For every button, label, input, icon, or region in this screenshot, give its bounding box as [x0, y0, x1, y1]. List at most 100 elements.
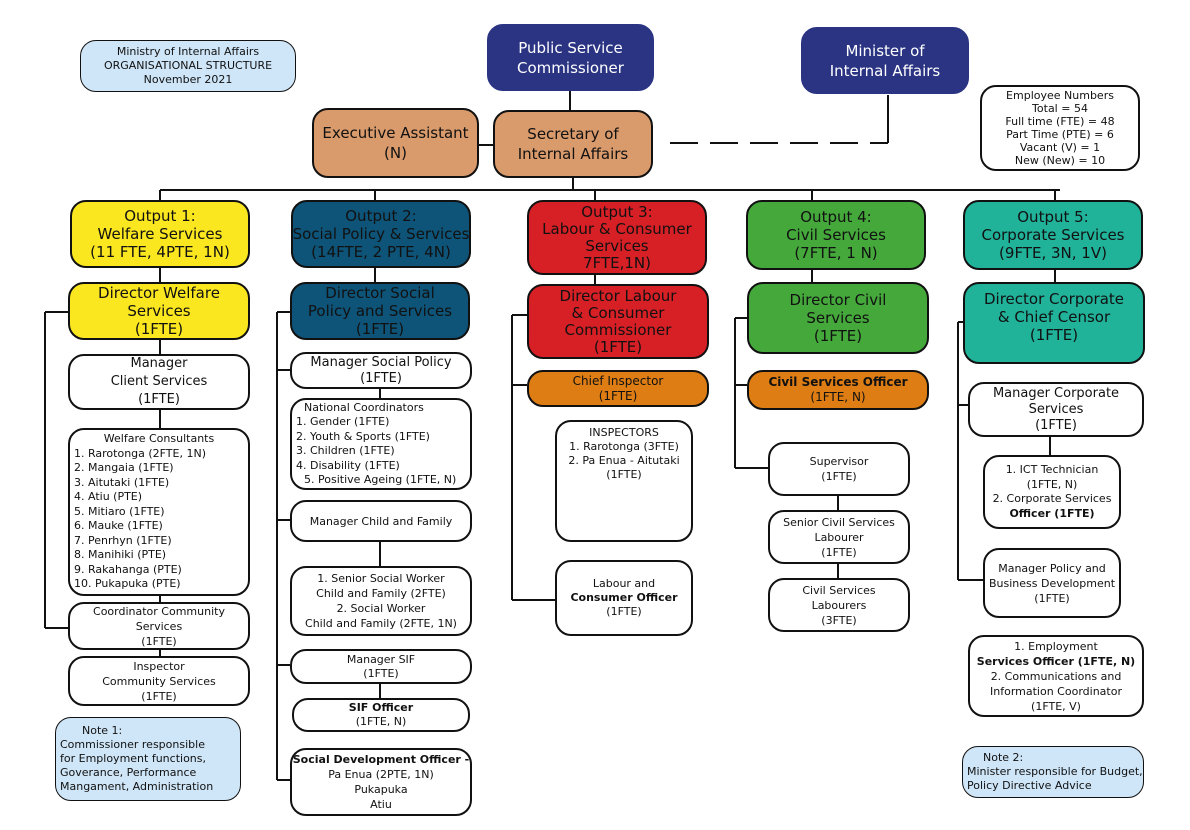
box-text: (11 FTE, 4PTE, 1N): [90, 243, 230, 261]
civil-services-officer-box: Civil Services Officer (1FTE, N): [747, 370, 929, 410]
public-service-commissioner-box: Public Service Commissioner: [487, 24, 654, 91]
box-text: (1FTE, N): [355, 715, 407, 728]
box-text: Manager Social Policy: [310, 354, 452, 370]
box-text: Policy and Services: [307, 302, 453, 320]
box-text: (7FTE, 1 N): [794, 244, 878, 262]
title-line: ORGANISATIONAL STRUCTURE: [103, 59, 273, 72]
box-text: 4. Atiu (PTE): [74, 490, 143, 503]
box-text: (1FTE): [606, 468, 642, 481]
note-1-box: Note 1: Commissioner responsible for Emp…: [55, 717, 241, 801]
box-text: (1FTE): [1035, 417, 1077, 433]
box-text: Manager Policy and: [998, 561, 1106, 575]
box-text: Director Welfare: [98, 284, 220, 302]
box-text: 1. Employment: [1014, 639, 1098, 653]
box-text: 1. Gender (1FTE): [296, 415, 390, 428]
box-text: Manager Corporate: [992, 385, 1120, 401]
box-text: (1FTE): [141, 634, 177, 648]
box-text: 10. Pukapuka (PTE): [74, 577, 181, 590]
box-text: Employee Numbers: [1006, 89, 1114, 102]
box-text: Child and Family (2FTE): [316, 587, 446, 600]
box-text: Business Development: [988, 576, 1116, 590]
box-text: Labour and: [592, 577, 656, 590]
box-text: Goverance, Performance: [60, 766, 197, 779]
box-text: Services: [585, 236, 649, 255]
box-text: Information Coordinator: [990, 684, 1122, 698]
box-text: Output 2:: [345, 207, 417, 225]
box-text: Services: [127, 302, 191, 320]
director-corporate-box: Director Corporate & Chief Censor (1FTE): [963, 282, 1145, 364]
box-text: (1FTE, N): [1026, 477, 1078, 491]
box-text: Services: [806, 309, 870, 327]
box-text: Pukapuka: [354, 783, 408, 796]
box-text: 2. Youth & Sports (1FTE): [296, 429, 430, 443]
box-text: (1FTE): [1029, 326, 1079, 344]
box-text: 8. Manihiki (PTE): [74, 548, 167, 561]
box-text: 7FTE,1N): [583, 253, 651, 272]
box-text: INSPECTORS: [589, 426, 659, 439]
box-text: Civil Services Officer: [768, 375, 908, 389]
director-social-policy-box: Director Social Policy and Services (1FT…: [290, 282, 470, 340]
manager-child-family-box: Manager Child and Family: [290, 500, 472, 542]
box-text: Output 5:: [1017, 208, 1089, 226]
box-text: Commissioner responsible: [60, 738, 205, 751]
box-text: Corporate Services: [981, 226, 1125, 244]
title-line: November 2021: [143, 73, 233, 86]
box-text: 7. Penrhyn (1FTE): [74, 533, 172, 547]
box-text: (N): [384, 144, 407, 162]
box-text: Services Officer (1FTE, N): [976, 654, 1136, 668]
ict-technician-box: 1. ICT Technician (1FTE, N) 2. Corporate…: [983, 455, 1121, 529]
box-text: Atiu: [370, 798, 392, 811]
box-text: Client Services: [110, 374, 208, 389]
box-text: Coordinator Community: [93, 604, 225, 618]
box-text: (1FTE): [141, 689, 177, 703]
box-text: 2. Pa Enua - Aitutaki: [568, 454, 680, 467]
social-workers-box: 1. Senior Social Worker Child and Family…: [290, 566, 472, 636]
box-text: Director Social: [325, 284, 435, 302]
box-text: (1FTE): [363, 666, 399, 680]
senior-labourer-box: Senior Civil Services Labourer (1FTE): [768, 510, 910, 564]
box-text: (1FTE): [821, 470, 857, 483]
note-2-box: Note 2: Minister responsible for Budget,…: [962, 746, 1144, 798]
box-text: Manager SIF: [346, 652, 416, 666]
box-text: Output 4:: [800, 208, 872, 226]
box-text: Services: [1028, 401, 1084, 417]
output-4-box: Output 4: Civil Services (7FTE, 1 N): [746, 200, 926, 270]
box-text: (1FTE): [593, 337, 643, 356]
inspector-community-box: Inspector Community Services (1FTE): [68, 656, 250, 706]
box-text: Manager Child and Family: [309, 514, 453, 528]
box-text: Output 3:: [581, 202, 653, 221]
box-text: Services: [135, 619, 183, 633]
box-text: (1FTE): [813, 327, 863, 345]
box-text: Welfare Consultants: [103, 432, 215, 445]
box-text: Child and Family (2FTE, 1N): [305, 617, 457, 630]
box-text: & Chief Censor: [997, 308, 1111, 326]
box-text: (1FTE, V): [1031, 699, 1081, 713]
box-text: Vacant (V) = 1: [1019, 141, 1101, 154]
sif-officer-box: SIF Officer (1FTE, N): [292, 698, 470, 732]
box-text: Minister responsible for Budget,: [967, 765, 1143, 778]
box-text: Senior Civil Services: [783, 515, 895, 529]
box-text: 3. Aitutaki (1FTE): [74, 475, 170, 489]
manager-social-policy-box: Manager Social Policy (1FTE): [290, 352, 472, 389]
box-text: Labour & Consumer: [542, 219, 692, 238]
director-civil-services-box: Director Civil Services (1FTE): [747, 282, 929, 354]
box-text: Civil Services: [786, 226, 886, 244]
box-text: Note 2:: [983, 751, 1024, 764]
manager-corporate-box: Manager Corporate Services (1FTE): [968, 382, 1144, 437]
box-text: (1FTE): [360, 370, 402, 386]
box-text: Mangament, Administration: [60, 780, 214, 793]
box-text: Civil Services: [802, 583, 876, 597]
box-text: 5. Mitiaro (1FTE): [74, 504, 165, 518]
box-text: 1. ICT Technician: [1005, 463, 1099, 476]
box-text: 6. Mauke (1FTE): [74, 519, 163, 532]
box-text: Total = 54: [1032, 102, 1088, 115]
box-text: 3. Children (1FTE): [296, 444, 395, 457]
box-text: SIF Officer: [348, 701, 414, 714]
box-text: Supervisor: [809, 455, 869, 468]
box-text: Full time (FTE) = 48: [1005, 115, 1115, 128]
box-text: Officer (1FTE): [1009, 506, 1095, 520]
director-labour-box: Director Labour & Consumer Commissioner …: [527, 284, 709, 359]
supervisor-box: Supervisor (1FTE): [768, 442, 910, 496]
manager-client-services-box: Manager Client Services (1FTE): [68, 354, 250, 410]
